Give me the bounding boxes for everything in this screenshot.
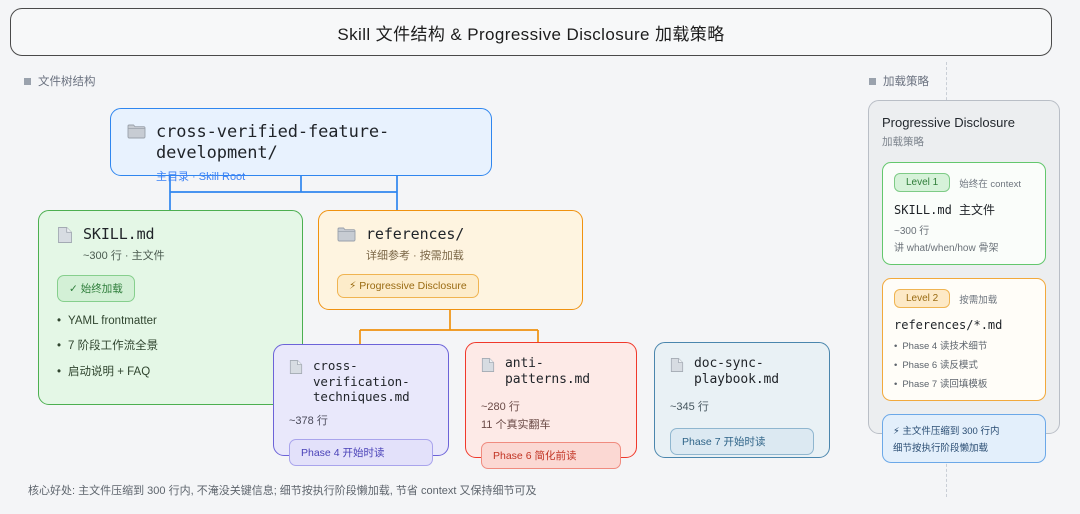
skill-bullet-list: YAML frontmatter 7 阶段工作流全景 启动说明 + FAQ: [57, 315, 284, 379]
list-item: 启动说明 + FAQ: [57, 363, 284, 379]
file-icon: [481, 357, 495, 378]
leaf-node-name: doc-sync-playbook.md: [694, 356, 779, 388]
footer-note: 核心好处: 主文件压缩到 300 行内, 不淹没关键信息; 细节按执行阶段懒加载…: [28, 485, 537, 497]
level-2-badge: Level 2: [894, 289, 951, 308]
leaf-node-lines: ~280 行: [481, 400, 520, 413]
tree-node-cross-verification-techniques[interactable]: cross-verification-techniques.md ~378 行 …: [273, 344, 449, 466]
level-1-heading: SKILL.md 主文件: [894, 203, 996, 217]
root-node-subtitle: 主目录 · Skill Root: [156, 170, 246, 183]
leaf-phase-badge: Phase 4 开始时读: [289, 438, 433, 466]
tree-node-doc-sync-playbook[interactable]: doc-sync-playbook.md ~345 行 Phase 7 开始时读: [654, 342, 830, 458]
leaf-node-lines: ~378 行: [289, 414, 328, 427]
panel-title: Progressive Disclosure: [882, 115, 1015, 130]
leaf-phase-badge: Phase 6 简化前读: [481, 441, 621, 469]
progressive-disclosure-panel: Progressive Disclosure 加载策略 Level 1 始终在 …: [868, 100, 1060, 463]
folder-icon: [127, 123, 146, 144]
level-1-trigger: 始终在 context: [959, 178, 1022, 190]
panel-subtitle: 加载策略: [882, 136, 924, 148]
level-2-heading: references/*.md: [894, 318, 1003, 332]
section-header-strategy-label: 加载策略: [883, 76, 929, 88]
level-2-trigger: 按需加载: [959, 294, 998, 306]
level-1-line1: ~300 行: [894, 226, 930, 237]
skill-node-subtitle: ~300 行 · 主文件: [83, 249, 165, 262]
callout-line2: 细节按执行阶段懒加载: [893, 443, 989, 454]
leaf-node-extra: 11 个真实翻车: [481, 418, 551, 431]
section-header-tree-label: 文件树结构: [38, 76, 96, 88]
leaf-node-lines: ~345 行: [670, 400, 709, 413]
section-header-tree: 文件树结构: [24, 73, 96, 89]
leaf-node-name: anti-patterns.md: [505, 356, 590, 388]
bullet-square-icon: [24, 77, 31, 85]
skill-load-badge: ✓ 始终加载: [57, 274, 135, 302]
bullet-square-icon: [869, 77, 876, 85]
leaf-phase-badge: Phase 7 开始时读: [670, 427, 814, 455]
page-title: Skill 文件结构 & Progressive Disclosure 加载策略: [337, 24, 725, 44]
references-load-badge: ⚡ Progressive Disclosure: [337, 273, 479, 298]
lightning-icon: ⚡: [893, 426, 900, 437]
summary-callout: ⚡ 主文件压缩到 300 行内 细节按执行阶段懒加载: [882, 414, 1046, 463]
callout-line1: 主文件压缩到 300 行内: [902, 426, 1000, 437]
leaf-node-name: cross-verification-techniques.md: [313, 358, 410, 405]
skill-node-name: SKILL.md: [83, 225, 155, 243]
list-item: Phase 6 读反模式: [894, 357, 1034, 371]
folder-icon: [337, 226, 356, 247]
list-item: YAML frontmatter: [57, 315, 284, 327]
list-item: Phase 7 读回填模板: [894, 376, 1034, 390]
list-item: Phase 4 读技术细节: [894, 338, 1034, 352]
level-2-bullet-list: Phase 4 读技术细节 Phase 6 读反模式 Phase 7 读回填模板: [894, 338, 1034, 390]
file-icon: [670, 357, 684, 378]
tree-node-skill-md[interactable]: SKILL.md ~300 行 · 主文件 ✓ 始终加载 YAML frontm…: [38, 210, 303, 405]
level-card-2[interactable]: Level 2 按需加载 references/*.md Phase 4 读技术…: [882, 278, 1046, 401]
level-card-1[interactable]: Level 1 始终在 context SKILL.md 主文件 ~300 行 …: [882, 162, 1046, 265]
file-icon: [289, 359, 303, 380]
references-node-name: references/: [366, 225, 465, 243]
file-icon: [57, 226, 73, 249]
tree-node-references[interactable]: references/ 详细参考 · 按需加载 ⚡ Progressive Di…: [318, 210, 583, 310]
level-1-badge: Level 1: [894, 173, 951, 192]
section-header-strategy: 加载策略: [869, 73, 929, 89]
page-title-bar: Skill 文件结构 & Progressive Disclosure 加载策略: [10, 8, 1052, 56]
root-node-name: cross-verified-feature-development/: [156, 122, 390, 164]
references-node-subtitle: 详细参考 · 按需加载: [366, 249, 464, 262]
tree-node-root[interactable]: cross-verified-feature-development/ 主目录 …: [110, 108, 492, 183]
tree-node-anti-patterns[interactable]: anti-patterns.md ~280 行 11 个真实翻车 Phase 6…: [465, 342, 637, 469]
level-1-line2: 讲 what/when/how 骨架: [894, 243, 999, 254]
list-item: 7 阶段工作流全景: [57, 337, 284, 353]
